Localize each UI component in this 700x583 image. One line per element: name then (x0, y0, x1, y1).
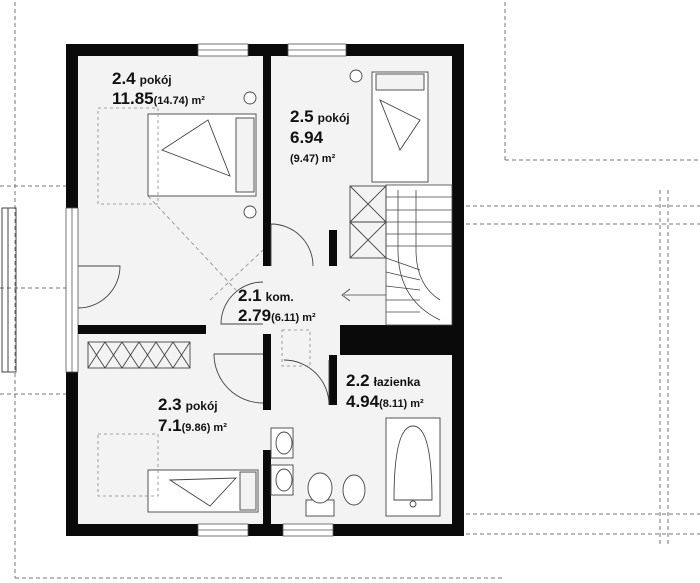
staircase (385, 184, 453, 326)
bed-r25 (349, 69, 429, 183)
room-area-gross: (6.11) m² (271, 312, 316, 324)
room-number: 2.2 (346, 371, 370, 390)
room-number: 2.4 (112, 69, 136, 88)
room-label-2-3: 2.3 pokój 7.1(9.86) m² (158, 395, 227, 435)
room-name: pokój (318, 111, 350, 125)
room-name: pokój (140, 73, 172, 87)
svg-text:(9.47) m²: (9.47) m² (290, 153, 336, 165)
room-label-2-2: 2.2 łazienka 4.94(8.11) m² (346, 371, 424, 411)
svg-text:2.79(6.11) m²: 2.79(6.11) m² (238, 306, 316, 325)
room-area: 7.1 (158, 416, 182, 435)
room-number: 2.5 (290, 107, 314, 126)
room-area-gross: (14.74) m² (154, 95, 206, 107)
room-label-2-4: 2.4 pokój 11.85(14.74) m² (112, 69, 205, 108)
room-area-gross: (9.47) m² (290, 153, 336, 165)
room-name: pokój (186, 399, 218, 413)
bed-r24 (147, 91, 257, 219)
toilet (305, 472, 335, 517)
room-number: 2.3 (158, 395, 182, 414)
wardrobe-r23 (87, 341, 191, 369)
room-number: 2.1 (238, 286, 262, 305)
sinks (270, 427, 294, 496)
interior-walls (78, 44, 452, 536)
room-area: 11.85 (112, 89, 154, 108)
doors (77, 223, 330, 406)
room-area: 4.94 (346, 392, 380, 411)
stair-arrow (341, 288, 386, 302)
rugs (97, 107, 311, 497)
svg-text:7.1(9.86) m²: 7.1(9.86) m² (158, 416, 227, 435)
room-name: łazienka (374, 375, 421, 389)
wardrobe-r25 (349, 185, 387, 259)
room-area: 6.94 (290, 128, 324, 147)
room-area: 2.79 (238, 306, 271, 325)
bathtub (385, 417, 441, 517)
roof-slopes (147, 195, 264, 301)
room-name: kom. (266, 290, 294, 304)
balcony (1, 207, 17, 373)
svg-text:4.94(8.11) m²: 4.94(8.11) m² (346, 392, 424, 411)
room-area-gross: (8.11) m² (379, 398, 424, 410)
svg-text:6.94: 6.94 (290, 128, 324, 147)
bidet (342, 474, 366, 506)
bed-r23 (147, 469, 259, 513)
room-label-2-5: 2.5 pokój 6.94 (9.47) m² (290, 107, 350, 165)
svg-text:11.85(14.74) m²: 11.85(14.74) m² (112, 89, 205, 108)
room-label-2-1: 2.1 kom. 2.79(6.11) m² (238, 286, 316, 325)
room-area-gross: (9.86) m² (182, 422, 228, 434)
window-mullions (71, 49, 346, 531)
